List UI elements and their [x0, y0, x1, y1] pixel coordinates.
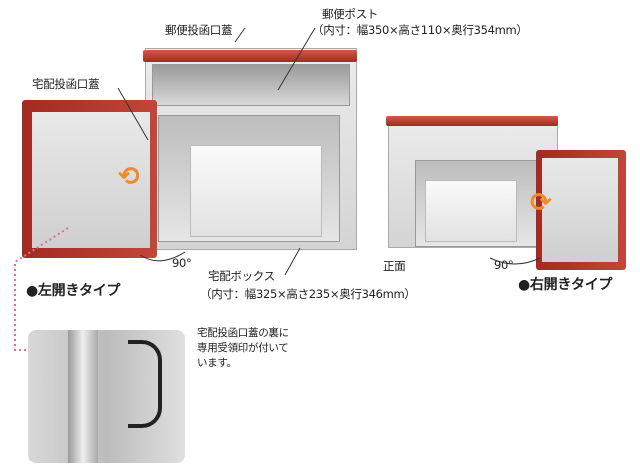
left-open-type-label: ●左開きタイプ — [26, 283, 121, 299]
parcel-package — [190, 145, 322, 237]
note-line: います。 — [197, 357, 237, 369]
angle-right-label: 90° — [494, 258, 514, 272]
note-line: 宅配投函口蓋の裏に — [197, 327, 289, 339]
angle-left-label: 90° — [172, 256, 192, 270]
parcel-package-right — [425, 180, 517, 242]
parcel-box-title: 宅配ボックス — [208, 269, 275, 283]
mail-slot-lid — [143, 50, 357, 62]
parcel-door-inner-right — [542, 158, 618, 262]
mail-slot-lid-right — [386, 116, 558, 126]
open-arrow-right-icon: ⟳ — [530, 188, 552, 218]
front-label: 正面 — [383, 259, 406, 273]
inset-photo-receipt-stamp — [28, 330, 185, 463]
receipt-stamp-note: 宅配投函口蓋の裏に 専用受領印が付いて います。 — [197, 326, 289, 371]
mailbox-title: 郵便ポスト — [322, 7, 378, 21]
parcel-box-dims: （内寸：幅325×高さ235×奥行346mm） — [200, 287, 416, 301]
mail-post-compartment — [152, 64, 350, 106]
mail-slot-lid-label: 郵便投函口蓋 — [165, 23, 233, 37]
parcel-slot-lid-label: 宅配投函口蓋 — [32, 77, 100, 91]
open-arrow-left-icon: ⟲ — [118, 162, 140, 192]
parcel-door-inner — [32, 112, 150, 248]
note-line: 専用受領印が付いて — [197, 342, 289, 354]
mailbox-dims: （内寸：幅350×高さ110×奥行354mm） — [312, 23, 528, 37]
right-open-type-label: ●右開きタイプ — [518, 277, 613, 293]
